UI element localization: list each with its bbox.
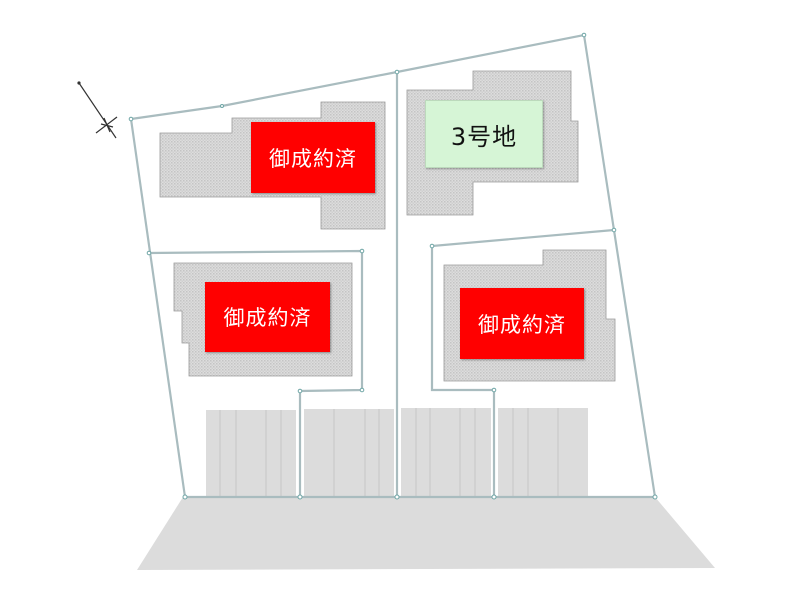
boundary-markers — [128, 32, 658, 500]
north-arrow-icon — [77, 81, 118, 139]
lot-2-status-label: 御成約済 — [205, 282, 330, 352]
parking-area-3 — [401, 408, 491, 498]
parking-area-4 — [498, 408, 588, 498]
parking-area-1 — [206, 410, 296, 498]
parking-area-2 — [304, 409, 394, 498]
lot-4-status-label: 御成約済 — [460, 288, 584, 359]
lot-1-status-label: 御成約済 — [251, 122, 375, 193]
lot-boundaries — [129, 33, 657, 499]
front-road — [137, 497, 715, 570]
lot-3-available-label[interactable]: 3号地 — [425, 100, 543, 168]
